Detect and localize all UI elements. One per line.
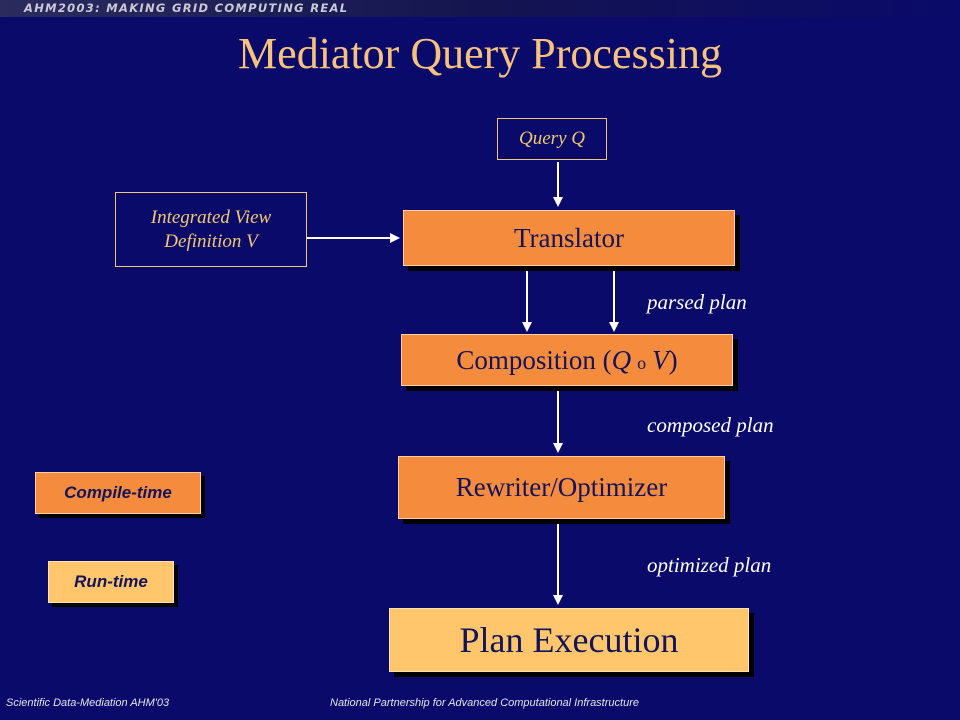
composition-q: Q xyxy=(611,344,632,375)
rewriter-stage: Rewriter/Optimizer xyxy=(398,456,725,519)
page-title: Mediator Query Processing xyxy=(238,29,722,78)
execution-label: Plan Execution xyxy=(459,620,679,660)
view-label-line1: Integrated View xyxy=(150,206,272,228)
optimized-plan-label: optimized plan xyxy=(647,553,772,577)
translator-stage: Translator xyxy=(403,210,735,266)
rewriter-label: Rewriter/Optimizer xyxy=(455,472,668,502)
execution-stage: Plan Execution xyxy=(389,608,749,672)
compile-time-label: Compile-time xyxy=(64,483,172,502)
composition-suffix: ) xyxy=(668,344,678,375)
footer-right: National Partnership for Advanced Comput… xyxy=(330,697,639,709)
header-banner: AHM2003: MAKING GRID COMPUTING REAL xyxy=(24,1,349,15)
compile-time-legend: Compile-time xyxy=(35,472,201,514)
run-time-label: Run-time xyxy=(74,572,148,591)
composed-plan-label: composed plan xyxy=(647,413,774,437)
view-definition-box: Integrated View Definition V xyxy=(115,192,307,267)
header-bar: AHM2003: MAKING GRID COMPUTING REAL xyxy=(0,0,960,17)
query-label: Query Q xyxy=(519,128,585,149)
composition-v: V xyxy=(652,344,669,375)
run-time-legend: Run-time xyxy=(48,561,174,603)
view-label-line2: Definition V xyxy=(164,230,258,252)
translator-label: Translator xyxy=(513,222,624,253)
composition-prefix: Composition ( xyxy=(456,344,612,375)
query-input-box: Query Q xyxy=(497,118,607,160)
footer-left: Scientific Data-Mediation AHM'03 xyxy=(6,697,170,709)
parsed-plan-label: parsed plan xyxy=(647,290,747,314)
composition-operator: o xyxy=(637,352,647,373)
